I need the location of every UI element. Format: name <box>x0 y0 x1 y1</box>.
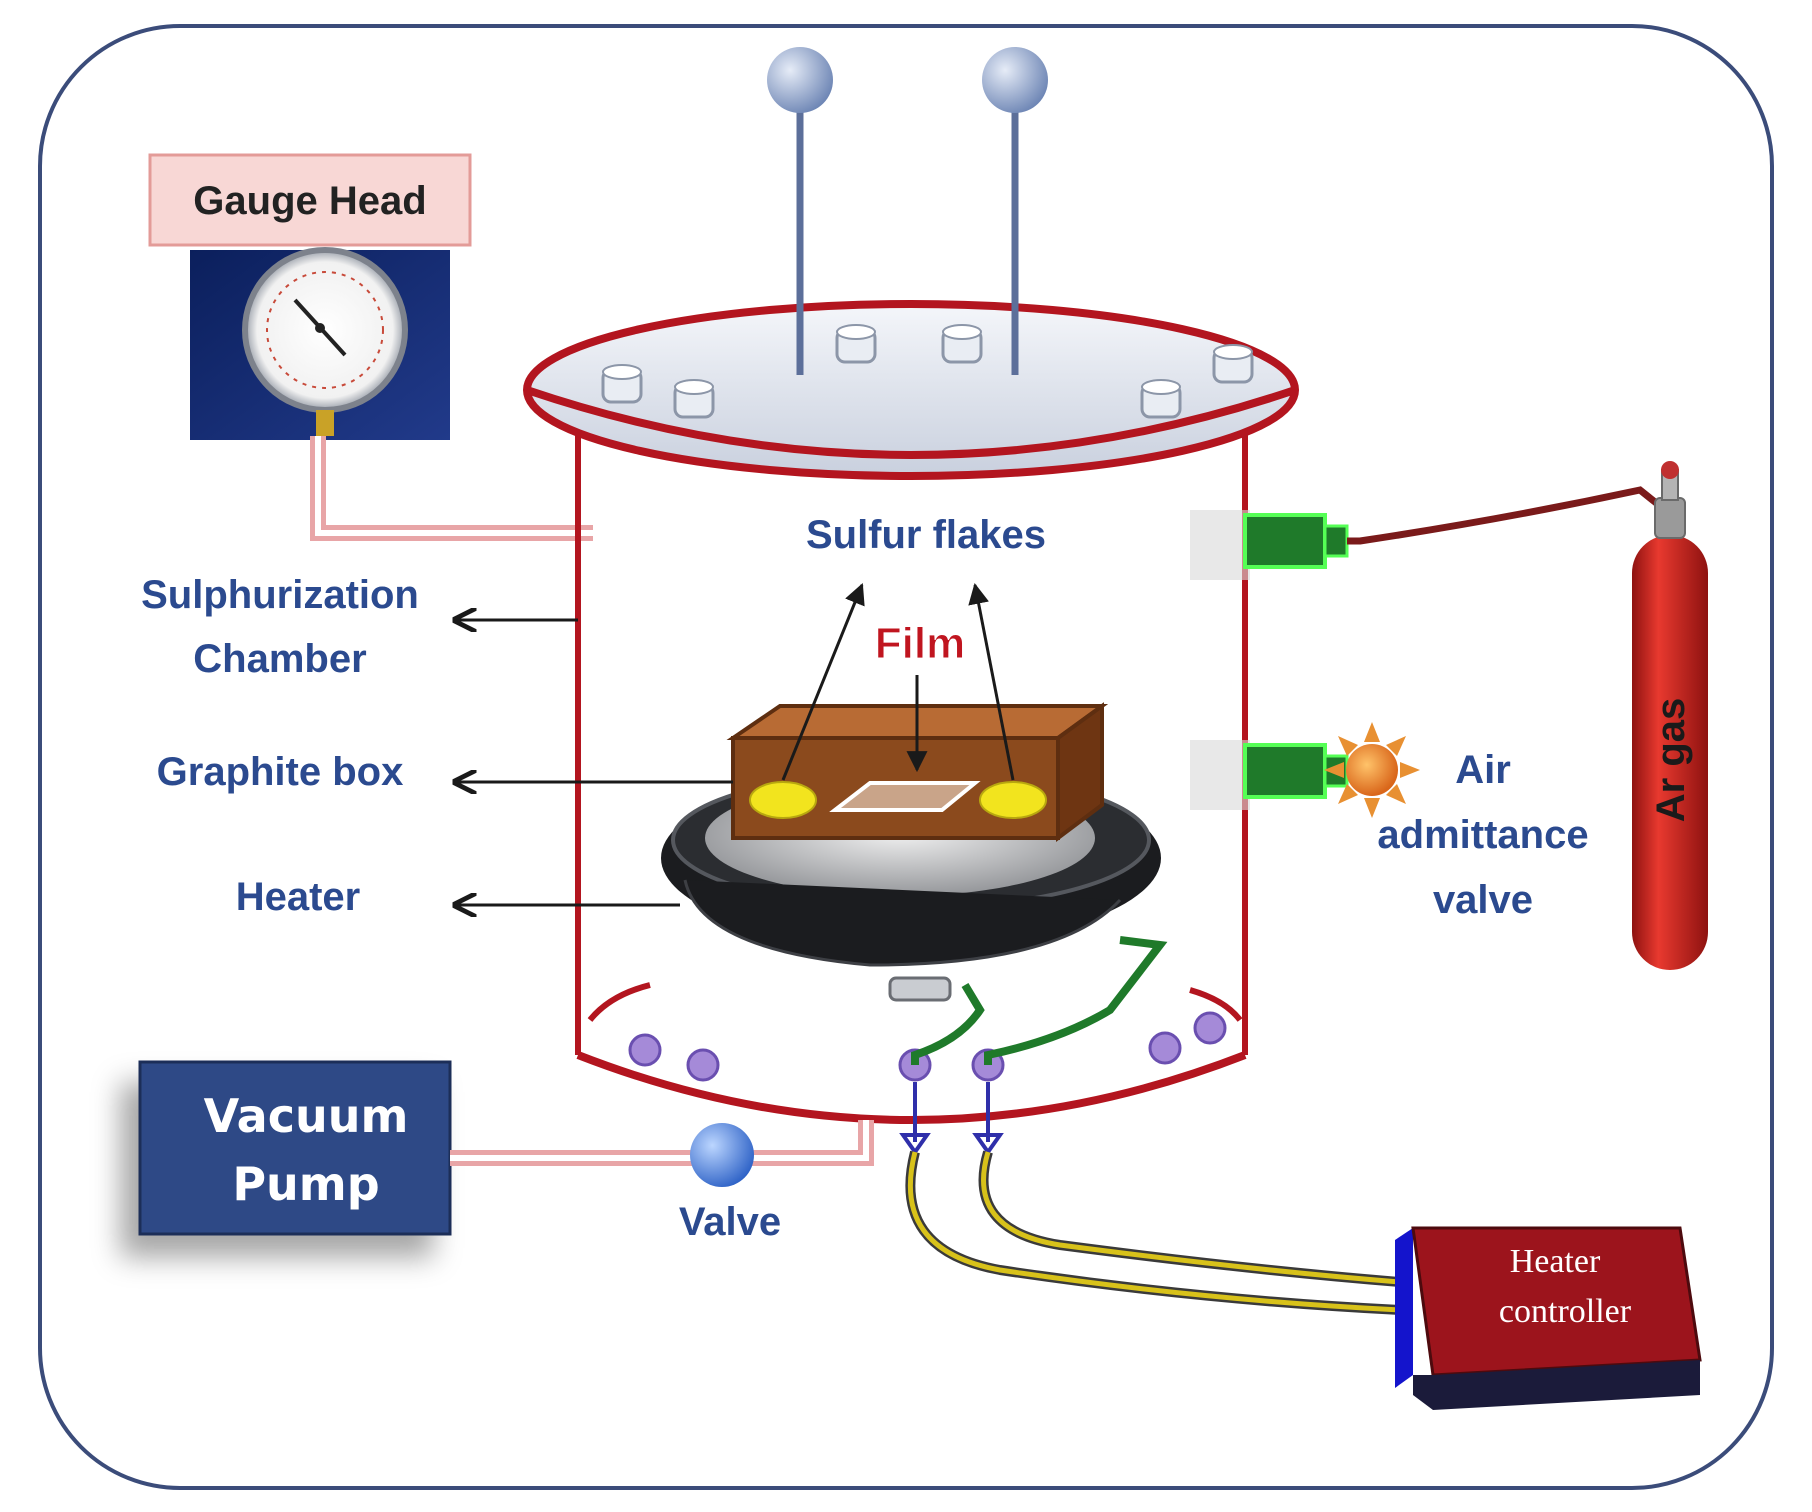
heater-terminal <box>888 976 952 1002</box>
lid-knob <box>835 324 877 364</box>
graphite-box-label: Graphite box <box>157 750 404 794</box>
heater-label: Heater <box>236 875 361 919</box>
heater-body <box>683 879 1122 967</box>
vacuum-pump-box <box>138 1060 452 1236</box>
sulfur-flake-left <box>749 781 817 819</box>
gauge-stem <box>316 410 334 436</box>
electrode-ball-icon <box>767 47 833 113</box>
lid-rim <box>525 386 1297 459</box>
chamber-lid <box>523 300 1299 480</box>
ar-gas-label: Ar gas <box>1649 698 1693 823</box>
lid-knob <box>1212 344 1254 384</box>
gauge-pipe-core <box>315 436 593 536</box>
lid-knob <box>673 379 715 419</box>
chamber-label-line2: Chamber <box>193 637 366 681</box>
valve-label: Valve <box>679 1200 781 1244</box>
lid-knob <box>601 364 643 404</box>
argon-gas-cylinder: Ar gas <box>1632 461 1708 970</box>
controller-cable-left-core <box>907 1151 1401 1313</box>
base-ports <box>628 1011 1227 1082</box>
sulfur-flake-right <box>979 781 1047 819</box>
feedthrough-arrowhead-right <box>972 1133 1004 1156</box>
heater-wire-green-left <box>911 982 985 1065</box>
feedthrough-arrowhead-left <box>899 1133 931 1156</box>
graphite-box-side <box>1056 702 1104 842</box>
gauge-head: Gauge Head <box>148 153 472 440</box>
graphite-box <box>726 702 1109 842</box>
chamber-bottom <box>576 1051 1247 1124</box>
electrode-ball-icon <box>982 47 1048 113</box>
gauge-head-label-box <box>148 153 472 247</box>
heater-wire-green-right <box>984 936 1168 1065</box>
heater-controller-label-line1: Heater <box>1510 1243 1601 1280</box>
argon-gas-line <box>1347 486 1668 545</box>
vacuum-pipe-core <box>450 1120 869 1161</box>
lid-knob <box>941 324 983 364</box>
lid-knobs <box>601 324 1254 419</box>
sulfur-flakes-label: Sulfur flakes <box>806 513 1046 557</box>
chamber-base-arc-right <box>1189 987 1243 1022</box>
heater-controller: Heater controller <box>1395 1226 1702 1410</box>
sulfur-arrow-left <box>781 583 865 781</box>
heater-controller-label-line2: controller <box>1499 1293 1632 1330</box>
controller-cable-right-core <box>981 1151 1401 1285</box>
film-sample <box>829 781 981 812</box>
heater-controller-front <box>1413 1360 1700 1410</box>
chamber-label-line1: Sulphurization <box>141 573 419 617</box>
lid-knob <box>1140 379 1182 419</box>
air-valve-label-line3: valve <box>1433 878 1533 922</box>
air-valve-icon <box>1324 722 1420 818</box>
film-label: Film <box>875 619 965 668</box>
heater-controller-side <box>1395 1228 1413 1388</box>
pressure-gauge-icon <box>242 247 408 413</box>
electrode-rods <box>767 47 1048 375</box>
vacuum-pump: Vacuum Pump <box>138 1060 452 1236</box>
air-valve-label-line2: admittance <box>1377 813 1588 857</box>
gauge-dial-inner <box>266 271 384 389</box>
air-valve-label-line1: Air <box>1455 748 1511 792</box>
gauge-pivot <box>315 323 325 333</box>
valve-icon <box>690 1123 754 1187</box>
vacuum-pump-label-line2: Pump <box>232 1157 379 1211</box>
gauge-head-label: Gauge Head <box>193 179 426 223</box>
vacuum-pump-label-line1: Vacuum <box>204 1089 409 1143</box>
sulfur-arrow-right <box>968 582 1015 781</box>
chamber-base-arc-left <box>587 982 651 1022</box>
